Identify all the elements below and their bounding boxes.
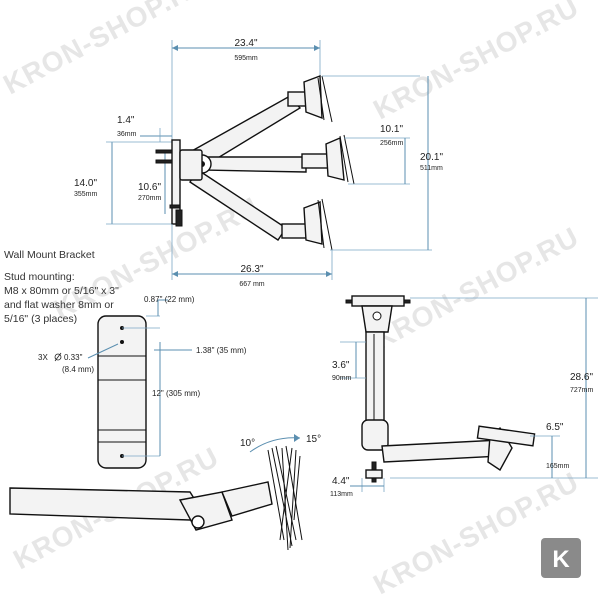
watermark-text: KRON-SHOP.RU [368,0,584,125]
pole-height-inches: 28.6" [570,372,593,383]
bracket-plate [97,315,147,469]
monitor-head-bottom [281,198,333,251]
bracket-hole [120,340,124,344]
total-mm: 355mm [74,191,98,198]
hole-offset-label: 1.38" (35 mm) [196,346,247,355]
top-clamp [351,295,405,307]
tilt-down-label: 10° [240,438,255,449]
lift-mm: 256mm [380,140,404,147]
reach-inches: 26.3" [240,264,263,275]
width-mm: 595mm [234,55,258,62]
watermark-text: KRON-SHOP.RU [368,466,584,600]
watermark-text: KRON-SHOP.RU [368,221,584,355]
base-inches: 4.4" [332,476,350,487]
total-inches: 14.0" [74,178,97,189]
width-inches: 23.4" [234,38,257,49]
top-offset-label: 0.87" (22 mm) [144,295,195,304]
stud-line-2: M8 x 80mm or 5/16" x 3" [4,285,119,297]
pole-view: 3.6" 90mm 28.6" 727mm 6.5" 165mm 4.4" 11… [330,295,598,498]
offset-inches: 1.4" [117,115,135,126]
logo-letter: K [552,546,570,573]
tilt-up-label: 15° [306,434,321,445]
pole-arm [381,439,503,463]
bracket-title: Wall Mount Bracket [4,249,95,261]
stud-line-1: Stud mounting: [4,271,75,283]
lift-inches: 10.1" [380,124,403,135]
pole-head-plate [476,425,536,447]
middle-arm [199,156,307,173]
stud-line-4: 5/16" (3 places) [4,313,77,325]
base-mm: 113mm [330,491,353,498]
stud-line-3: and flat washer 8mm or [4,299,114,311]
inner-mm: 270mm [138,195,162,202]
hole-diameter-label: 0.33" [64,353,83,362]
inner-inches: 10.6" [138,182,161,193]
pole-height-mm: 727mm [570,387,594,394]
monitor-head-top [287,75,333,123]
extended-arm [9,487,201,521]
hole-spec-label: 3X [38,353,48,362]
monitor-head-middle [301,134,355,185]
watermark-text: KRON-SHOP.RU [0,0,214,100]
offset-mm: 36mm [117,131,137,138]
hole-diameter-mm: (8.4 mm) [62,365,94,374]
tilt-arc [249,437,301,453]
height-mm: 511mm [420,165,443,172]
plate-mm: 165mm [546,463,570,470]
tilt-view: 10° 15° [9,434,321,551]
brand-logo: K [541,538,581,578]
height-inches: 20.1" [420,152,443,163]
depth-mm: 90mm [332,375,352,382]
wall-bracket-section: Wall Mount Bracket Stud mounting: M8 x 8… [4,249,247,469]
side-view: 23.4" 595mm 1.4" 36mm 14.0" 355mm 10.6" … [74,38,443,288]
hole-spacing-label: 12" (305 mm) [152,389,201,398]
depth-inches: 3.6" [332,360,350,371]
reach-mm: 667 mm [239,281,264,288]
tilt-plates [267,445,303,551]
logo-badge [541,538,581,578]
plate-inches: 6.5" [546,422,564,433]
